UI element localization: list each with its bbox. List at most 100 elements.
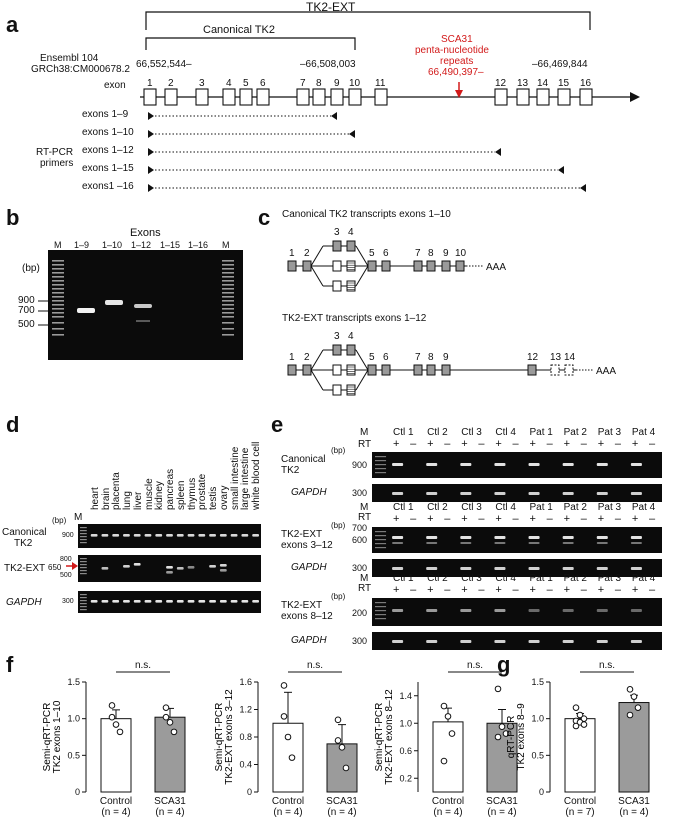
exon4-variant — [346, 260, 356, 272]
y-tick-label: 0.5 — [531, 750, 544, 760]
data-point — [626, 711, 634, 719]
gel-band — [460, 567, 472, 570]
exon-number: 14 — [537, 78, 549, 89]
exon-number: 1 — [147, 78, 153, 89]
gel-lane-label: 1–15 — [160, 240, 181, 250]
rt-minus: – — [410, 513, 417, 525]
exon-number: 1 — [289, 352, 295, 363]
ladder-band — [222, 328, 234, 330]
rt-plus: + — [631, 513, 639, 525]
exon3-variant — [332, 344, 342, 356]
gel-row-label-2: TK2 — [281, 465, 300, 476]
gel-row-label: TK2-EXT — [281, 529, 323, 540]
x-category-label: SCA31 — [486, 796, 518, 807]
exon4-variant — [346, 240, 356, 252]
marker-label: 200 — [352, 608, 368, 618]
exon-number: 9 — [443, 248, 449, 259]
exon3-variant — [332, 240, 342, 252]
gel-image — [372, 598, 662, 626]
tk2ext-transcripts-title: TK2-EXT transcripts exons 1–12 — [282, 313, 427, 324]
exon-number: 5 — [369, 248, 375, 259]
transcript — [287, 344, 594, 396]
exon-number: 12 — [495, 78, 507, 89]
gel-lane-label: 1–12 — [131, 240, 152, 250]
gel-band — [494, 492, 506, 495]
sample-label: Pat 4 — [631, 427, 656, 438]
gel-band — [528, 492, 540, 495]
gel-image — [372, 527, 662, 553]
exon-number: 7 — [415, 248, 421, 259]
ladder-band — [52, 308, 64, 310]
rt-minus: – — [410, 584, 417, 596]
y-axis-label-2: TK2-EXT exons 3–12 — [224, 689, 235, 785]
sca31-repeat-line: penta-nucleotide — [415, 45, 489, 56]
gel-row-label: Canonical — [281, 454, 326, 465]
y-axis-label: Semi-qRT-PCR — [214, 703, 225, 772]
gapdh-row-label: GAPDH — [6, 597, 42, 608]
exon-number: 16 — [580, 78, 592, 89]
bar — [272, 722, 304, 793]
sample-label: Pat 2 — [563, 427, 587, 438]
panel-a-gene-diagram — [140, 11, 640, 192]
exon-number: 1 — [289, 248, 295, 259]
exon-number: 6 — [260, 78, 266, 89]
bar — [100, 718, 132, 793]
gel-band — [101, 600, 109, 603]
gel-band — [392, 492, 404, 495]
rt-label: RT — [358, 583, 372, 594]
canonical-row-label-2: TK2 — [14, 538, 33, 549]
ladder-band — [222, 312, 234, 314]
data-point — [440, 757, 448, 765]
data-point — [116, 728, 124, 736]
y-tick-label: 0.5 — [67, 750, 80, 760]
x-category-label: Control — [432, 796, 464, 807]
gel-band — [241, 534, 249, 537]
rt-plus: + — [631, 438, 639, 450]
exon-box — [536, 88, 550, 106]
rt-minus: – — [478, 438, 485, 450]
rt-minus: – — [512, 513, 519, 525]
rt-minus: – — [512, 584, 519, 596]
primers-label-1: RT-PCR — [36, 147, 74, 158]
data-point — [580, 721, 588, 728]
rt-minus: – — [478, 513, 485, 525]
gapdh-gel-image — [372, 559, 662, 577]
rt-minus: – — [512, 438, 519, 450]
sample-label: Pat 1 — [529, 502, 553, 513]
gel-band — [209, 534, 216, 537]
marker-label: 300 — [352, 488, 368, 498]
rt-plus: + — [393, 584, 400, 596]
ladder-band — [80, 536, 87, 538]
y-tick-label: 1.5 — [67, 677, 80, 687]
sample-label: Ctl 4 — [495, 502, 516, 513]
polya-label: AAA — [486, 262, 506, 273]
gel-band — [176, 534, 184, 537]
exon-box — [557, 88, 571, 106]
y-tick-label: 0.4 — [239, 760, 252, 770]
rt-plus: + — [597, 438, 605, 450]
ladder-band — [375, 547, 387, 549]
exon-number: 2 — [168, 78, 174, 89]
y-tick-label: 1.2 — [239, 705, 252, 715]
ladder-band — [375, 456, 387, 458]
reverse-primer-icon — [331, 112, 337, 120]
ladder-band — [375, 464, 387, 466]
rt-plus: + — [495, 438, 502, 450]
bar — [432, 721, 464, 793]
exon-number: 12 — [527, 352, 539, 363]
exon-number: 8 — [316, 78, 322, 89]
gel-lane-label: M — [222, 240, 230, 250]
forward-primer-icon — [148, 148, 154, 156]
ladder-band — [375, 472, 387, 474]
rt-plus: + — [597, 513, 605, 525]
ladder-band — [222, 296, 234, 298]
gel-lane-label: 1–16 — [188, 240, 209, 250]
marker-label: 300 — [352, 636, 368, 646]
rt-minus: – — [580, 438, 587, 450]
gel-band — [426, 609, 438, 612]
ns-label: n.s. — [307, 660, 323, 671]
panel-d-gel-tk2ext — [78, 555, 261, 582]
ladder-band — [80, 533, 87, 535]
sample-label: Ctl 3 — [461, 573, 482, 584]
